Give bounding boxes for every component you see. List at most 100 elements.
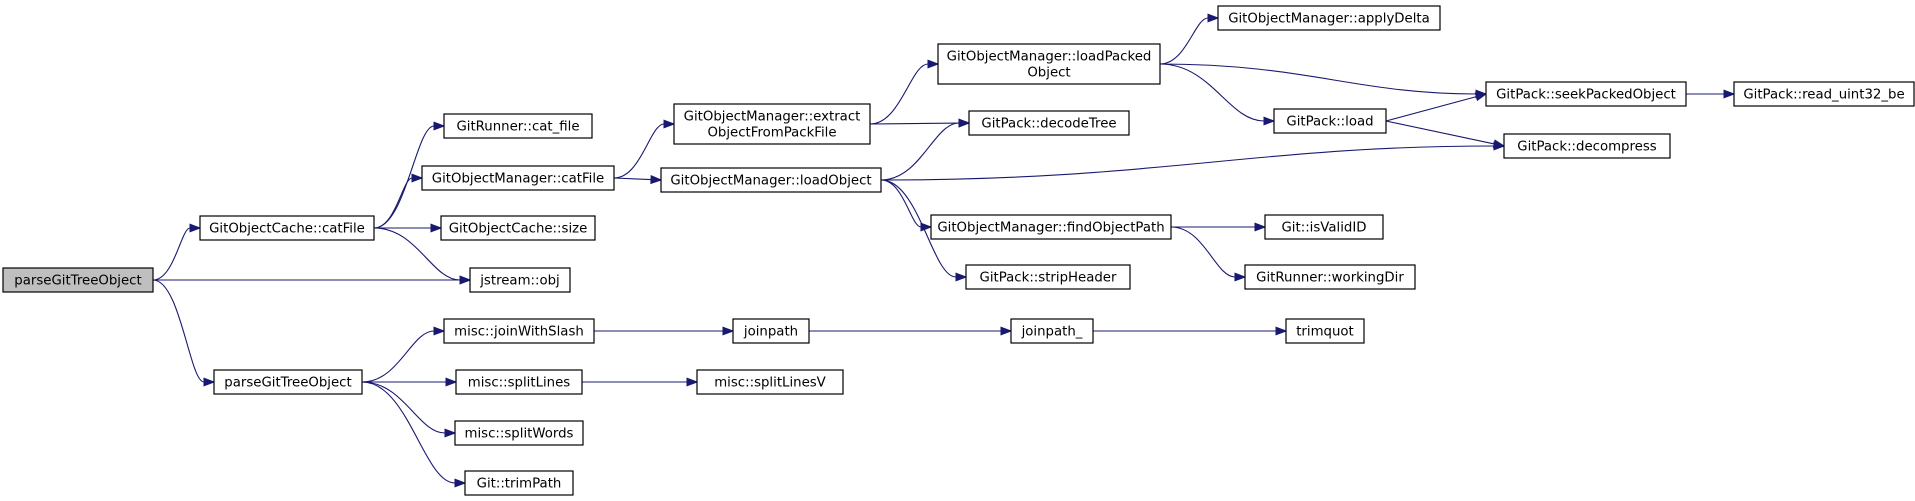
- edge-arrowhead: [958, 118, 971, 128]
- edge-line: [869, 63, 929, 125]
- node-joinpath[interactable]: joinpath: [732, 318, 810, 344]
- node-trimquot[interactable]: trimquot: [1285, 318, 1365, 344]
- node-label: Git::isValidID: [1282, 221, 1367, 236]
- node-box: [673, 103, 871, 145]
- node-joinpath-u[interactable]: joinpath_: [1010, 318, 1094, 344]
- node-cache-size[interactable]: GitObjectCache::size: [440, 215, 596, 241]
- node-box: [213, 369, 363, 395]
- node-jstream-obj[interactable]: jstream::obj: [469, 267, 571, 293]
- edge-line: [373, 177, 413, 229]
- edge-joinpath-u-to-trimquot: [1093, 326, 1288, 336]
- edge-line: [152, 279, 205, 383]
- edge-load-packed-to-seek-packed: [1159, 63, 1488, 99]
- node-label: GitObjectManager::findObjectPath: [937, 221, 1164, 236]
- node-box: [660, 167, 882, 193]
- node-box: [1264, 214, 1384, 240]
- node-label: GitPack::seekPackedObject: [1496, 88, 1676, 103]
- edge-arrowhead: [1275, 326, 1288, 336]
- node-label: jstream::obj: [479, 274, 560, 289]
- node-label: GitPack::read_uint32_be: [1743, 88, 1904, 103]
- edge-manager-cat-file-to-extract-obj: [613, 119, 676, 179]
- node-box: [443, 318, 595, 344]
- node-box: [440, 215, 596, 241]
- edge-line: [1385, 120, 1495, 145]
- edge-arrowhead: [722, 326, 735, 336]
- node-label: GitPack::decompress: [1517, 140, 1656, 155]
- edge-extract-obj-to-load-packed: [869, 59, 940, 125]
- node-find-object-path[interactable]: GitObjectManager::findObjectPath: [930, 214, 1172, 240]
- node-read-uint32[interactable]: GitPack::read_uint32_be: [1733, 81, 1915, 107]
- edge-parse-git-tree-object2-to-trim-path: [361, 381, 467, 488]
- edge-cache-cat-file-to-manager-cat-file: [373, 173, 424, 229]
- node-working-dir[interactable]: GitRunner::workingDir: [1244, 264, 1416, 290]
- edge-arrowhead: [1723, 89, 1736, 99]
- node-strip-header[interactable]: GitPack::stripHeader: [965, 264, 1131, 290]
- node-label: ObjectFromPackFile: [707, 126, 836, 141]
- node-box: [930, 214, 1172, 240]
- node-box: [1285, 318, 1365, 344]
- edge-line: [880, 179, 922, 228]
- node-root[interactable]: parseGitTreeObject: [2, 267, 154, 293]
- node-split-lines-v[interactable]: misc::splitLinesV: [696, 369, 844, 395]
- node-box: [1217, 5, 1441, 31]
- node-is-valid-id[interactable]: Git::isValidID: [1264, 214, 1384, 240]
- node-label: GitObjectManager::loadObject: [670, 174, 871, 189]
- node-split-words[interactable]: misc::splitWords: [454, 420, 584, 446]
- edge-line: [1159, 17, 1209, 65]
- node-decompress[interactable]: GitPack::decompress: [1503, 133, 1671, 159]
- edge-load-object-to-find-object-path: [880, 179, 933, 232]
- node-split-lines[interactable]: misc::splitLines: [455, 369, 583, 395]
- edge-load-packed-to-apply-delta: [1159, 13, 1220, 65]
- edge-arrowhead: [1263, 116, 1276, 126]
- node-label: misc::joinWithSlash: [454, 325, 584, 340]
- node-label: parseGitTreeObject: [14, 274, 141, 289]
- edge-line: [1385, 96, 1477, 122]
- node-runner-cat-file[interactable]: GitRunner::cat_file: [443, 113, 593, 139]
- edge-arrowhead: [203, 377, 216, 387]
- edge-line: [880, 122, 960, 181]
- edge-line: [152, 227, 191, 281]
- node-trim-path[interactable]: Git::trimPath: [464, 470, 574, 496]
- node-box: [455, 369, 583, 395]
- edge-cache-cat-file-to-cache-size: [374, 223, 443, 233]
- edge-arrowhead: [650, 175, 663, 185]
- node-label: Object: [1027, 66, 1070, 81]
- node-parse-git-tree-object2[interactable]: parseGitTreeObject: [213, 369, 363, 395]
- node-label: GitObjectManager::loadPacked: [947, 50, 1152, 65]
- node-box: [696, 369, 844, 395]
- node-label: GitPack::stripHeader: [980, 271, 1117, 286]
- node-label: trimquot: [1296, 325, 1354, 340]
- node-box: [1485, 81, 1687, 107]
- node-load-object[interactable]: GitObjectManager::loadObject: [660, 167, 882, 193]
- node-box: [199, 215, 375, 241]
- edge-line: [613, 123, 665, 179]
- node-label: misc::splitLines: [468, 376, 571, 391]
- edge-arrowhead: [927, 59, 940, 69]
- node-pack-load[interactable]: GitPack::load: [1273, 108, 1387, 134]
- edge-load-object-to-decompress: [880, 141, 1506, 181]
- node-extract-obj[interactable]: GitObjectManager::extractObjectFromPackF…: [673, 103, 871, 145]
- node-manager-cat-file[interactable]: GitObjectManager::catFile: [421, 165, 615, 191]
- edge-line: [361, 381, 456, 484]
- node-label: GitObjectManager::extract: [684, 110, 861, 125]
- node-join-with-slash[interactable]: misc::joinWithSlash: [443, 318, 595, 344]
- node-box: [937, 43, 1161, 85]
- node-box: [1273, 108, 1387, 134]
- node-box: [1733, 81, 1915, 107]
- edge-line: [361, 381, 446, 434]
- node-apply-delta[interactable]: GitObjectManager::applyDelta: [1217, 5, 1441, 31]
- edge-root-to-parse-git-tree-object2: [152, 279, 216, 387]
- edge-arrowhead: [459, 275, 472, 285]
- edge-line: [361, 330, 435, 383]
- node-decode-tree[interactable]: GitPack::decodeTree: [968, 110, 1130, 136]
- edge-line: [373, 227, 461, 281]
- node-seek-packed[interactable]: GitPack::seekPackedObject: [1485, 81, 1687, 107]
- edge-arrowhead: [411, 173, 424, 183]
- node-cache-cat-file[interactable]: GitObjectCache::catFile: [199, 215, 375, 241]
- node-box: [1244, 264, 1416, 290]
- edge-arrowhead: [189, 223, 202, 233]
- edge-arrowhead: [433, 121, 446, 131]
- edge-line: [880, 145, 1495, 181]
- edge-line: [1159, 63, 1477, 95]
